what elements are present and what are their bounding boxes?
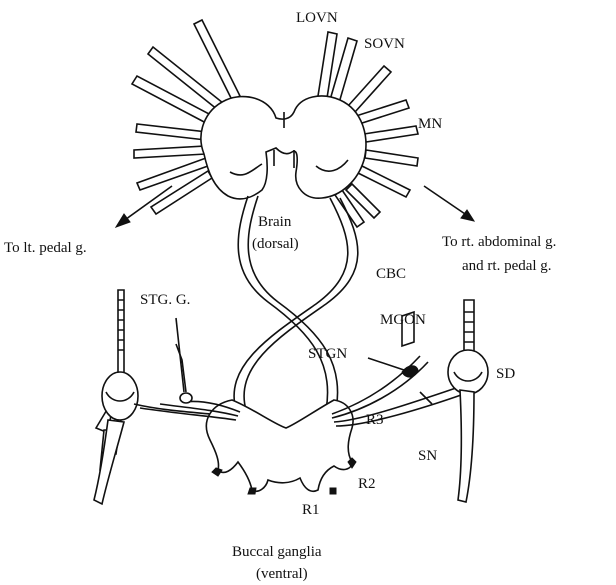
right-stomatogastric-system <box>332 312 464 426</box>
sn-leader <box>420 392 432 404</box>
label-brain-line1: Brain <box>258 214 292 230</box>
label-buccal-line1: Buccal ganglia <box>232 544 322 560</box>
label-r1: R1 <box>302 502 320 518</box>
label-r2: R2 <box>358 476 376 492</box>
label-stgn: STGN <box>308 346 347 362</box>
label-mgon: MGON <box>380 312 426 328</box>
label-rt-abdominal-line1: To rt. abdominal g. <box>442 234 556 250</box>
label-mn: MN <box>418 116 442 132</box>
stgn-leader <box>368 358 404 370</box>
label-sn: SN <box>418 448 437 464</box>
stg-g-leader <box>176 318 184 392</box>
cerebro-buccal-connectives <box>234 196 358 410</box>
label-r3: R3 <box>366 412 384 428</box>
label-sd: SD <box>496 366 515 382</box>
label-cbc: CBC <box>376 266 406 282</box>
brain <box>201 96 366 199</box>
arrow-to-right-abdominal <box>424 186 474 221</box>
label-lt-pedal: To lt. pedal g. <box>4 240 87 256</box>
label-rt-abdominal-line2: and rt. pedal g. <box>462 258 552 274</box>
label-buccal-line2: (ventral) <box>256 566 308 582</box>
label-brain-line2: (dorsal) <box>252 236 299 252</box>
label-lovn: LOVN <box>296 10 338 26</box>
label-sovn: SOVN <box>364 36 405 52</box>
label-stg-g: STG. G. <box>140 292 190 308</box>
right-gland <box>448 300 488 502</box>
